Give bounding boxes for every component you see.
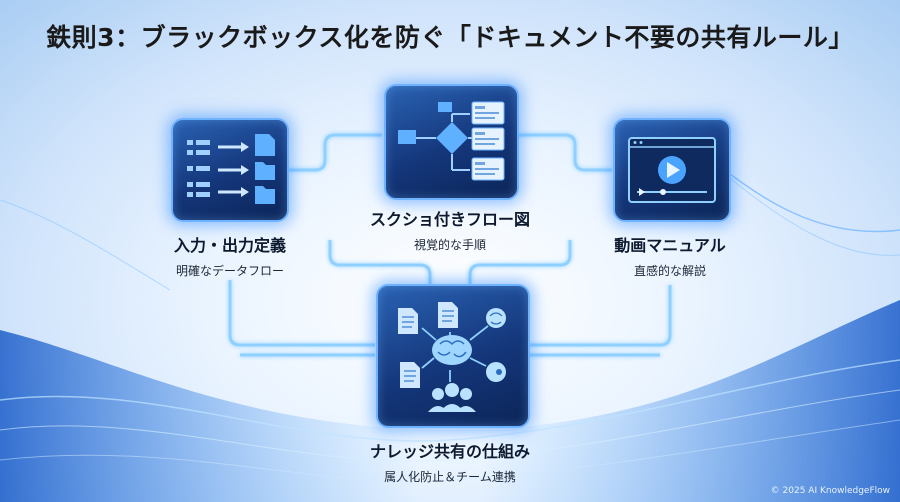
connector-lines bbox=[228, 133, 672, 357]
screenshot-flow-tile bbox=[384, 84, 519, 200]
screenshot-flow-subtitle: 視覚的な手順 bbox=[413, 238, 486, 252]
knowledge-label: ナレッジ共有の仕組み 属人化防止＆チーム連携 bbox=[320, 438, 580, 485]
knowledge-tile bbox=[376, 284, 530, 428]
knowledge-subtitle: 属人化防止＆チーム連携 bbox=[384, 470, 516, 484]
copyright: © 2025 AI KnowledgeFlow bbox=[770, 486, 890, 496]
knowledge-title: ナレッジ共有の仕組み bbox=[369, 442, 530, 461]
input-output-subtitle: 明確なデータフロー bbox=[175, 264, 284, 278]
input-output-tile bbox=[171, 118, 289, 222]
video-manual-title: 動画マニュアル bbox=[614, 236, 726, 255]
input-output-label: 入力・出力定義 明確なデータフロー bbox=[135, 232, 325, 279]
brain-network-icon bbox=[398, 302, 506, 412]
flowchart-icon bbox=[398, 101, 505, 181]
screenshot-flow-title: スクショ付きフロー図 bbox=[369, 210, 530, 229]
video-manual-tile bbox=[613, 118, 731, 222]
video-player-icon bbox=[628, 137, 716, 203]
input-output-title: 入力・出力定義 bbox=[173, 236, 286, 255]
document-flow-icon bbox=[187, 134, 275, 204]
video-manual-subtitle: 直感的な解説 bbox=[633, 264, 706, 278]
screenshot-flow-label: スクショ付きフロー図 視覚的な手順 bbox=[340, 206, 560, 253]
wave-left bbox=[0, 330, 420, 502]
video-manual-label: 動画マニュアル 直感的な解説 bbox=[575, 232, 765, 279]
page-title: 鉄則3：ブラックボックス化を防ぐ「ドキュメント不要の共有ルール」 bbox=[46, 23, 854, 52]
